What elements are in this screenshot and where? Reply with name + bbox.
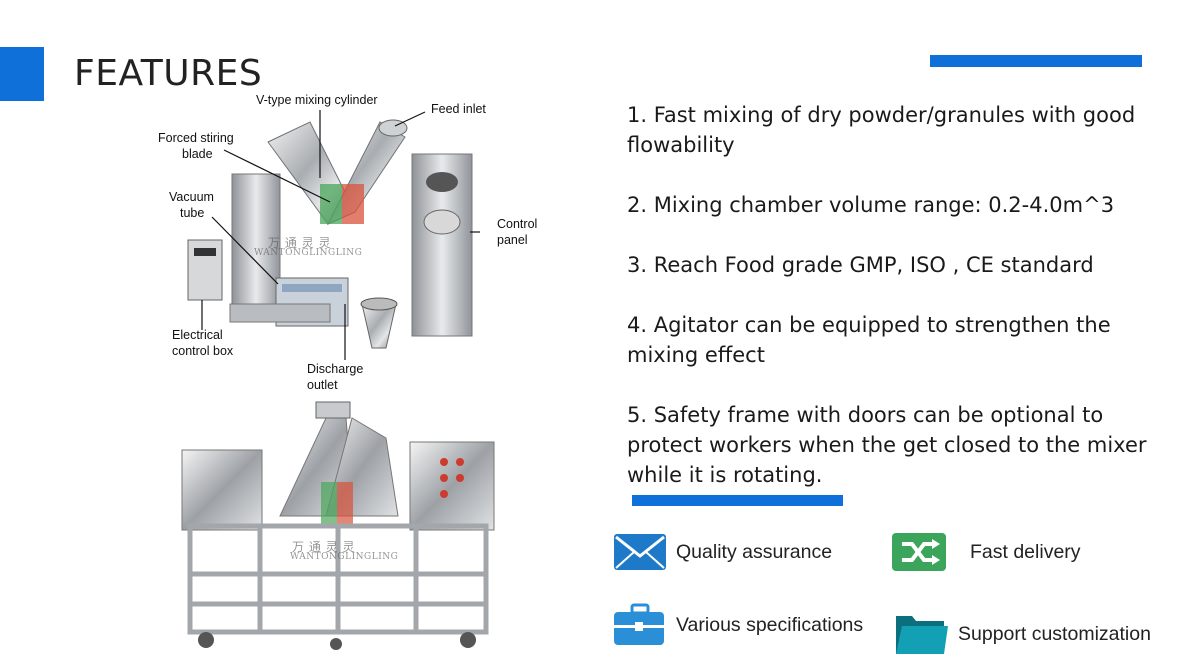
- feature-item-3: 3. Reach Food grade GMP, ISO , CE standa…: [627, 253, 1094, 277]
- badge-support-customization: Support customization: [894, 612, 1151, 656]
- label-v-type-mixing-cylinder: V-type mixing cylinder: [256, 93, 378, 107]
- folder-icon: [896, 616, 948, 654]
- shuffle-icon: [892, 533, 946, 571]
- feature-item-5: 5. Safety frame with doors can be option…: [627, 403, 1147, 487]
- label-electrical-line1: Electrical: [172, 328, 223, 342]
- watermark-chinese: 万 通 灵 灵: [268, 236, 331, 250]
- mixer-photo-illustration: [181, 401, 495, 650]
- badge-label-fast-delivery: Fast delivery: [970, 540, 1081, 563]
- envelope-icon: [614, 534, 666, 570]
- mixer-safety-frame-photo: 万 通 灵 灵 WANTONGLINGLING: [176, 398, 498, 656]
- badge-label-various-specifications: Various specifications: [676, 613, 864, 636]
- label-forced-stirring-line1: Forced stiring: [158, 131, 234, 145]
- badge-label-quality-assurance: Quality assurance: [676, 540, 833, 563]
- label-forced-stirring-line2: blade: [182, 147, 213, 161]
- label-discharge-line1: Discharge: [307, 362, 364, 376]
- features-list: 1. Fast mixing of dry powder/granules wi…: [627, 100, 1167, 490]
- title-accent-block: [0, 47, 44, 101]
- badge-quality-assurance: Quality assurance: [612, 530, 832, 574]
- mixer-diagram-illustration: [187, 110, 480, 360]
- briefcase-icon: [614, 603, 664, 645]
- page-title: FEATURES: [74, 53, 263, 94]
- photo-watermark-english: WANTONGLINGLING: [290, 552, 399, 562]
- badge-various-specifications: Various specifications: [612, 603, 863, 647]
- feature-item-2: 2. Mixing chamber volume range: 0.2-4.0m…: [627, 193, 1115, 217]
- mixer-diagram: V-type mixing cylinder Feed inlet Forced…: [150, 92, 550, 392]
- top-accent-bar: [930, 55, 1142, 67]
- feature-item-4: 4. Agitator can be equipped to strengthe…: [627, 313, 1111, 367]
- features-divider-bar: [632, 495, 843, 506]
- feature-item-1: 1. Fast mixing of dry powder/granules wi…: [627, 103, 1136, 157]
- watermark-english: WANTONGLINGLING: [254, 248, 363, 258]
- label-electrical-line2: control box: [172, 344, 234, 358]
- photo-watermark-chinese: 万 通 灵 灵: [292, 540, 355, 554]
- badge-fast-delivery: Fast delivery: [890, 530, 1081, 574]
- label-discharge-line2: outlet: [307, 378, 338, 392]
- label-control-panel-line2: panel: [497, 233, 528, 247]
- label-vacuum-tube-line2: tube: [180, 206, 205, 220]
- label-control-panel-line1: Control: [497, 217, 538, 231]
- badge-label-support-customization: Support customization: [958, 622, 1151, 645]
- label-vacuum-tube-line1: Vacuum: [169, 190, 214, 204]
- label-feed-inlet: Feed inlet: [431, 102, 486, 116]
